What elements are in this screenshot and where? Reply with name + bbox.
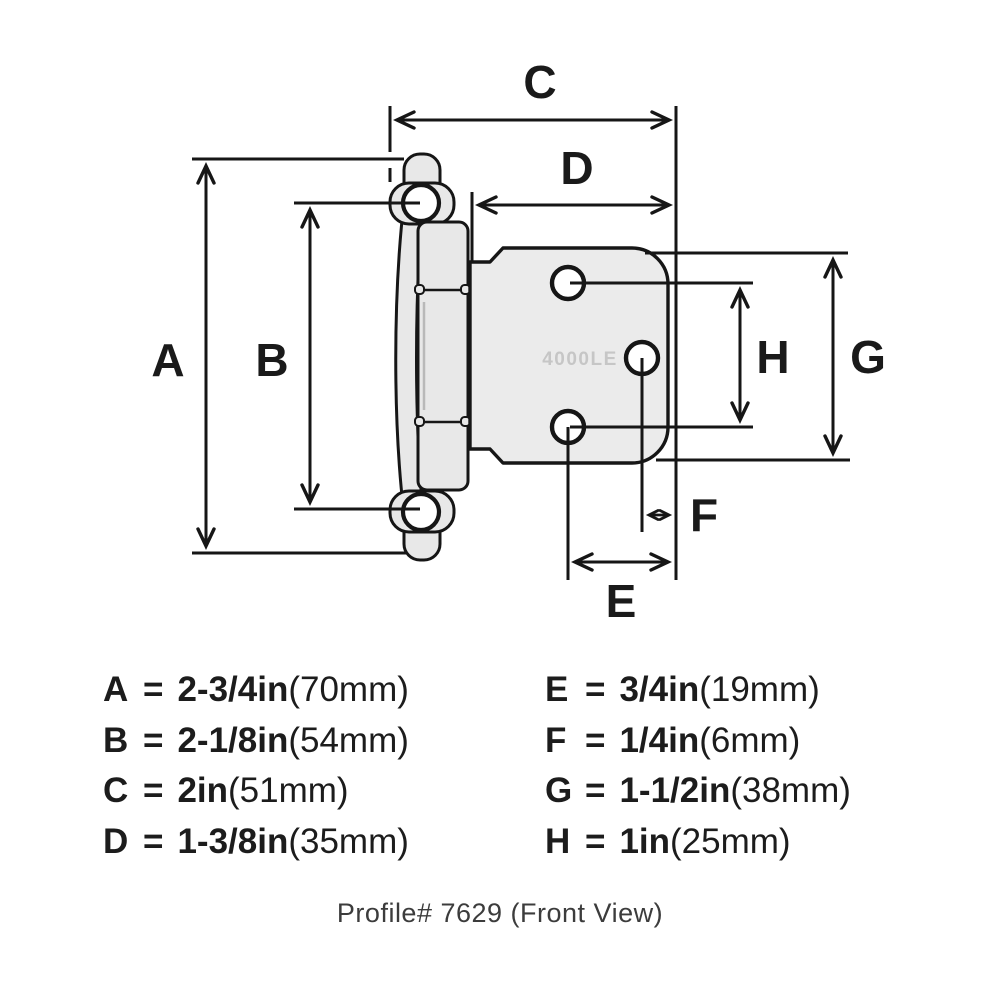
- legend-value-inches: 3/4in: [619, 670, 700, 709]
- legend-value-mm: (54mm): [288, 720, 409, 760]
- legend-value-inches: 2-3/4in: [177, 670, 289, 709]
- legend-row-h: H = 1in(25mm): [545, 822, 851, 873]
- hinge-side-profile: [388, 152, 471, 562]
- bottom-knuckle: [388, 489, 456, 562]
- legend-value-mm: (70mm): [288, 670, 409, 709]
- dimension-lines: [192, 106, 850, 580]
- legend-equals: =: [143, 821, 164, 861]
- legend-equals: =: [143, 670, 164, 709]
- top-knuckle: [388, 152, 456, 226]
- legend-value-mm: (35mm): [288, 821, 409, 861]
- dim-label-e: E: [606, 575, 637, 627]
- dimension-f: [640, 358, 673, 532]
- dimension-b: [294, 201, 420, 511]
- legend-value-inches: 1in: [619, 821, 671, 861]
- legend-value-inches: 1-3/8in: [177, 821, 289, 861]
- legend-value-inches: 2-1/8in: [177, 720, 289, 760]
- legend-row-a: A = 2-3/4in(70mm): [103, 670, 409, 721]
- legend-equals: =: [585, 771, 606, 810]
- legend-letter: C: [103, 771, 129, 810]
- legend-letter: H: [545, 821, 571, 861]
- plate-marking: 4000LE: [542, 349, 618, 370]
- legend-row-d: D = 1-3/8in(35mm): [103, 822, 409, 873]
- dim-label-f: F: [690, 489, 718, 541]
- legend-value-mm: (19mm): [699, 670, 820, 709]
- dimension-e: [566, 427, 672, 580]
- dimension-a: [192, 157, 407, 555]
- legend-equals: =: [585, 670, 606, 709]
- legend-row-c: C = 2in(51mm): [103, 771, 409, 822]
- legend-equals: =: [143, 720, 164, 760]
- barrel-body: [416, 220, 470, 492]
- dim-label-c: C: [523, 56, 556, 108]
- dim-label-d: D: [560, 142, 593, 194]
- legend-value-inches: 1/4in: [619, 720, 700, 760]
- legend-row-e: E = 3/4in(19mm): [545, 670, 851, 721]
- barrel-rivet: [414, 416, 425, 427]
- legend-letter: F: [545, 720, 567, 760]
- legend-row-g: G = 1-1/2in(38mm): [545, 771, 851, 822]
- legend-equals: =: [143, 771, 164, 810]
- legend-value-mm: (25mm): [670, 821, 791, 861]
- legend-value-inches: 2in: [177, 771, 229, 810]
- legend-value-inches: 1-1/2in: [619, 771, 731, 810]
- hinge-pin: [400, 491, 442, 533]
- legend-letter: D: [103, 821, 129, 861]
- legend-value-mm: (38mm): [730, 771, 851, 810]
- dimension-h: [570, 281, 753, 429]
- legend-letter: E: [545, 670, 569, 709]
- barrel-rivet: [414, 284, 425, 295]
- legend-letter: B: [103, 720, 129, 760]
- profile-caption: Profile# 7629 (Front View): [336, 898, 664, 928]
- spring-barrel: [414, 220, 471, 492]
- legend-row-b: B = 2-1/8in(54mm): [103, 721, 409, 772]
- legend-column-right: E = 3/4in(19mm) F = 1/4in(6mm) G = 1-1/2in(38m…: [545, 670, 851, 872]
- legend-row-f: F = 1/4in(6mm): [545, 721, 851, 772]
- legend-column-left: A = 2-3/4in(70mm) B = 2-1/8in(54mm) C = 2in(51…: [103, 670, 409, 872]
- dim-label-a: A: [151, 334, 184, 386]
- legend-value-mm: (51mm): [228, 771, 349, 810]
- legend-letter: A: [103, 670, 129, 709]
- legend-letter: G: [545, 771, 573, 810]
- dimension-g: [645, 251, 850, 462]
- dim-label-h: H: [756, 331, 789, 383]
- dim-label-g: G: [850, 331, 886, 383]
- dimension-legend: A = 2-3/4in(70mm) B = 2-1/8in(54mm) C = 2in(51…: [0, 670, 1000, 880]
- dimension-c: [388, 106, 678, 580]
- legend-equals: =: [585, 720, 606, 760]
- legend-equals: =: [585, 821, 606, 861]
- hinge-dimension-diagram: 4000LE: [151, 56, 886, 627]
- dim-label-b: B: [255, 334, 288, 386]
- hinge-mounting-plate: 4000LE: [468, 246, 670, 465]
- dimension-d: [470, 192, 673, 262]
- legend-value-mm: (6mm): [699, 720, 801, 760]
